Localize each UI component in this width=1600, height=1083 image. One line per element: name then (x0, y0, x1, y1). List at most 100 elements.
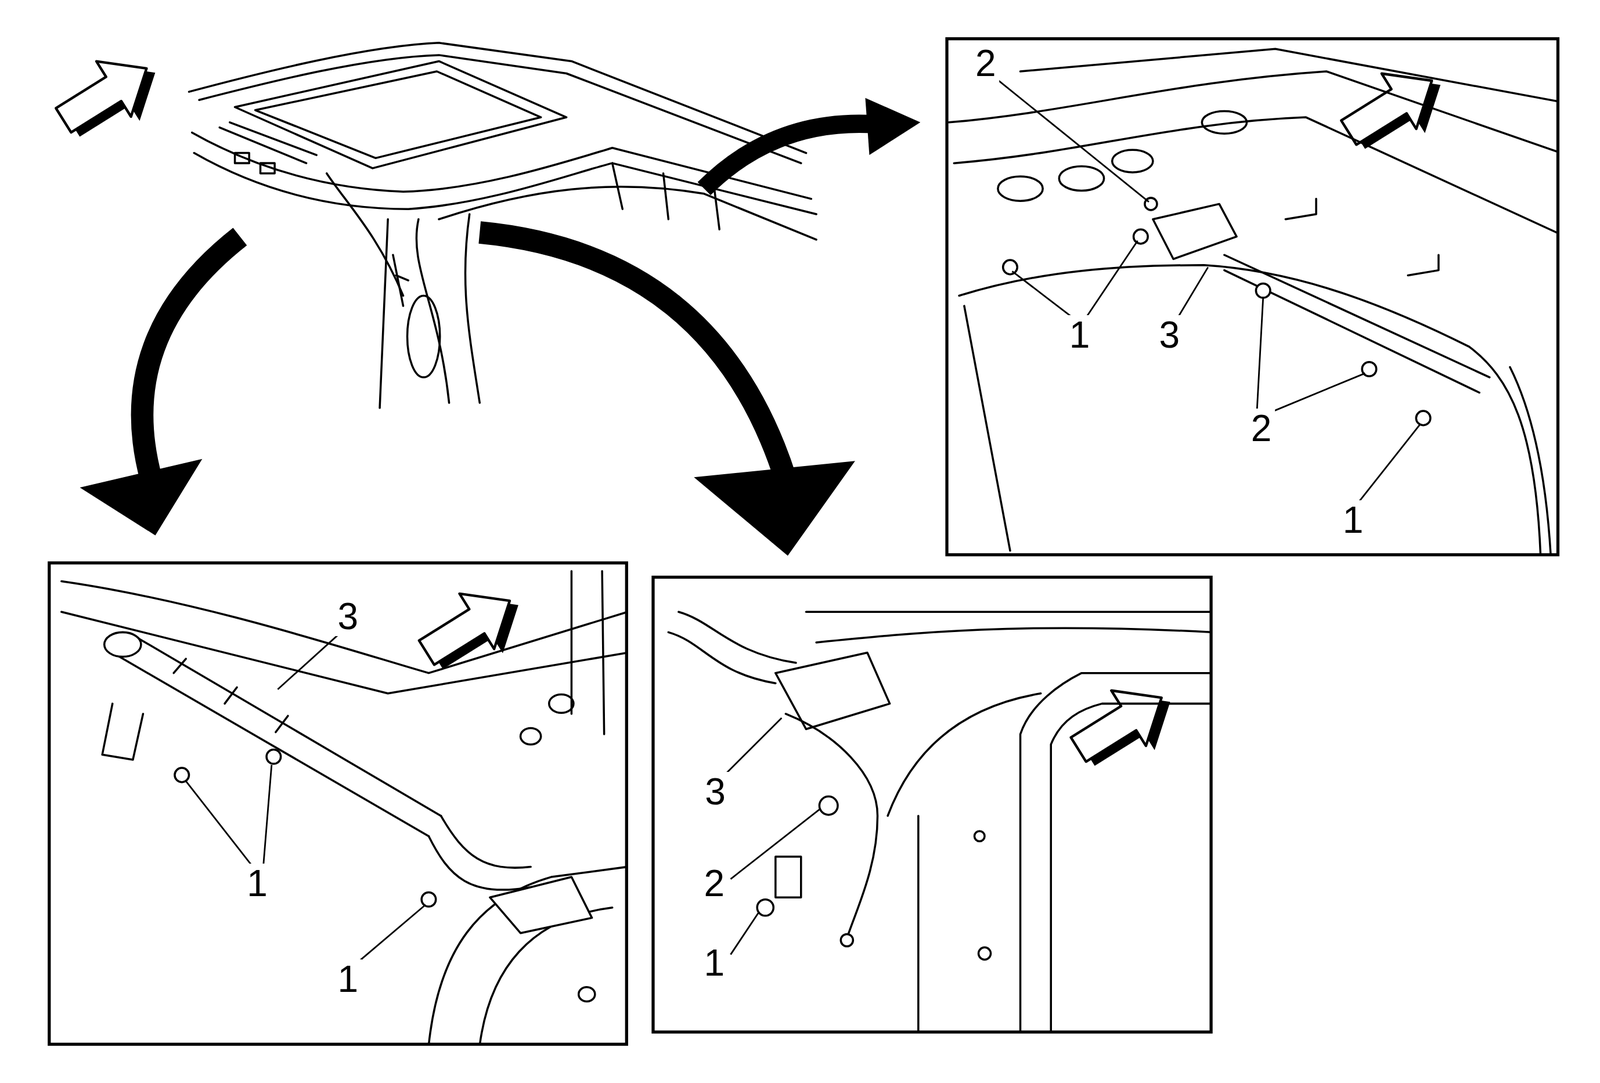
leader-line (357, 905, 425, 963)
overview-illustration (235, 60, 567, 168)
leader-line (277, 632, 341, 690)
roof-rail-detail (964, 305, 1011, 551)
airbag-detail (61, 581, 627, 674)
overview-illustration (612, 163, 720, 230)
view-arrow (479, 232, 786, 480)
harness-detail (757, 899, 774, 917)
harness-detail (775, 856, 802, 898)
leader-line (724, 718, 782, 776)
view-arrow (865, 98, 921, 156)
harness-detail (917, 816, 920, 1033)
airbag-detail (520, 728, 542, 745)
roof-rail-detail (959, 265, 1541, 556)
callout-number: 1 (243, 863, 272, 904)
harness-detail (840, 934, 853, 947)
harness-detail (806, 610, 1212, 614)
airbag-detail (489, 877, 593, 934)
airbag-detail (174, 749, 436, 907)
roof-rail-detail (1152, 203, 1237, 259)
roof-rail-detail (997, 176, 1043, 201)
harness-detail (668, 611, 1212, 1033)
roof-rail-detail (1285, 199, 1439, 276)
roof-rail-detail (1003, 260, 1018, 275)
leader-line (185, 765, 272, 866)
callout-number: 1 (1339, 500, 1368, 540)
roof-rail-detail (1415, 411, 1431, 426)
callout-number: 1 (1065, 315, 1094, 355)
callout-number: 3 (701, 772, 730, 812)
harness-detail (978, 947, 991, 960)
airbag-detail (173, 658, 288, 733)
airbag-detail (549, 694, 574, 714)
harness-detail (1020, 673, 1212, 1033)
leader-line (1359, 424, 1421, 503)
callout-number: 3 (334, 596, 363, 637)
overview-illustration (393, 254, 409, 306)
overview-illustration (407, 296, 441, 378)
roof-rail-detail (1003, 197, 1431, 426)
overview-illustration (326, 173, 404, 297)
leader-line (1177, 267, 1209, 319)
direction-arrow (1061, 667, 1188, 785)
direction-arrow (1331, 50, 1459, 168)
roof-rail-detail (949, 48, 1559, 556)
roof-rail-detail (1224, 254, 1490, 393)
airbag-detail (61, 571, 627, 1045)
overview-illustration (235, 153, 250, 164)
leader-line (1256, 297, 1365, 413)
leader-line (995, 77, 1149, 203)
view-arrow (693, 460, 856, 556)
airbag-detail (174, 768, 190, 783)
airbag-detail (428, 816, 531, 890)
callout-number: 2 (1247, 408, 1276, 449)
harness-detail (816, 628, 1212, 643)
overview-illustration (260, 163, 276, 174)
roof-rail-detail (1112, 149, 1153, 173)
callout-number: 1 (334, 959, 363, 1000)
airbag-detail (571, 571, 604, 735)
callout-number: 2 (700, 863, 729, 904)
airbag-detail (428, 867, 627, 1045)
view-arrow (704, 123, 878, 189)
roof-rail-detail (1201, 111, 1247, 135)
harness-detail (887, 693, 1041, 817)
view-arrow (142, 236, 240, 480)
roof-rail-detail (1058, 166, 1104, 191)
roof-rail-detail (1133, 229, 1149, 244)
direction-arrow (46, 38, 174, 156)
roof-rail-detail (1255, 283, 1271, 298)
view-arrow (80, 98, 921, 557)
leader-line (730, 912, 760, 956)
callout-number: 1 (700, 943, 729, 983)
airbag-detail (102, 703, 143, 760)
harness-detail (819, 796, 838, 816)
roof-rail-detail (1020, 48, 1559, 102)
harness-detail (974, 831, 985, 842)
overview-illustration (255, 71, 542, 158)
overview-illustration (465, 214, 480, 403)
detail-panel (946, 38, 1558, 556)
overview-illustration (416, 219, 449, 403)
harness-detail (757, 796, 853, 947)
direction-arrow (409, 570, 536, 688)
detail-panel (49, 38, 1559, 1045)
airbag-detail (266, 749, 281, 765)
airbag-detail (112, 636, 442, 836)
harness-detail (1050, 703, 1212, 1033)
airbag-detail (421, 892, 436, 907)
airbag-detail (578, 987, 596, 1003)
airbag-detail (104, 632, 142, 657)
overview-illustration (219, 122, 317, 164)
overview-illustration (379, 219, 388, 409)
leader-line (730, 808, 821, 879)
roof-rail-detail (953, 117, 1558, 235)
callout-number: 3 (1155, 315, 1184, 355)
detail-panel (49, 563, 627, 1045)
leader-line (185, 77, 1421, 964)
detail-panel (653, 577, 1212, 1033)
callout-number: 2 (971, 43, 1000, 84)
view-arrow (80, 459, 203, 536)
roof-rail-detail (1510, 367, 1551, 556)
